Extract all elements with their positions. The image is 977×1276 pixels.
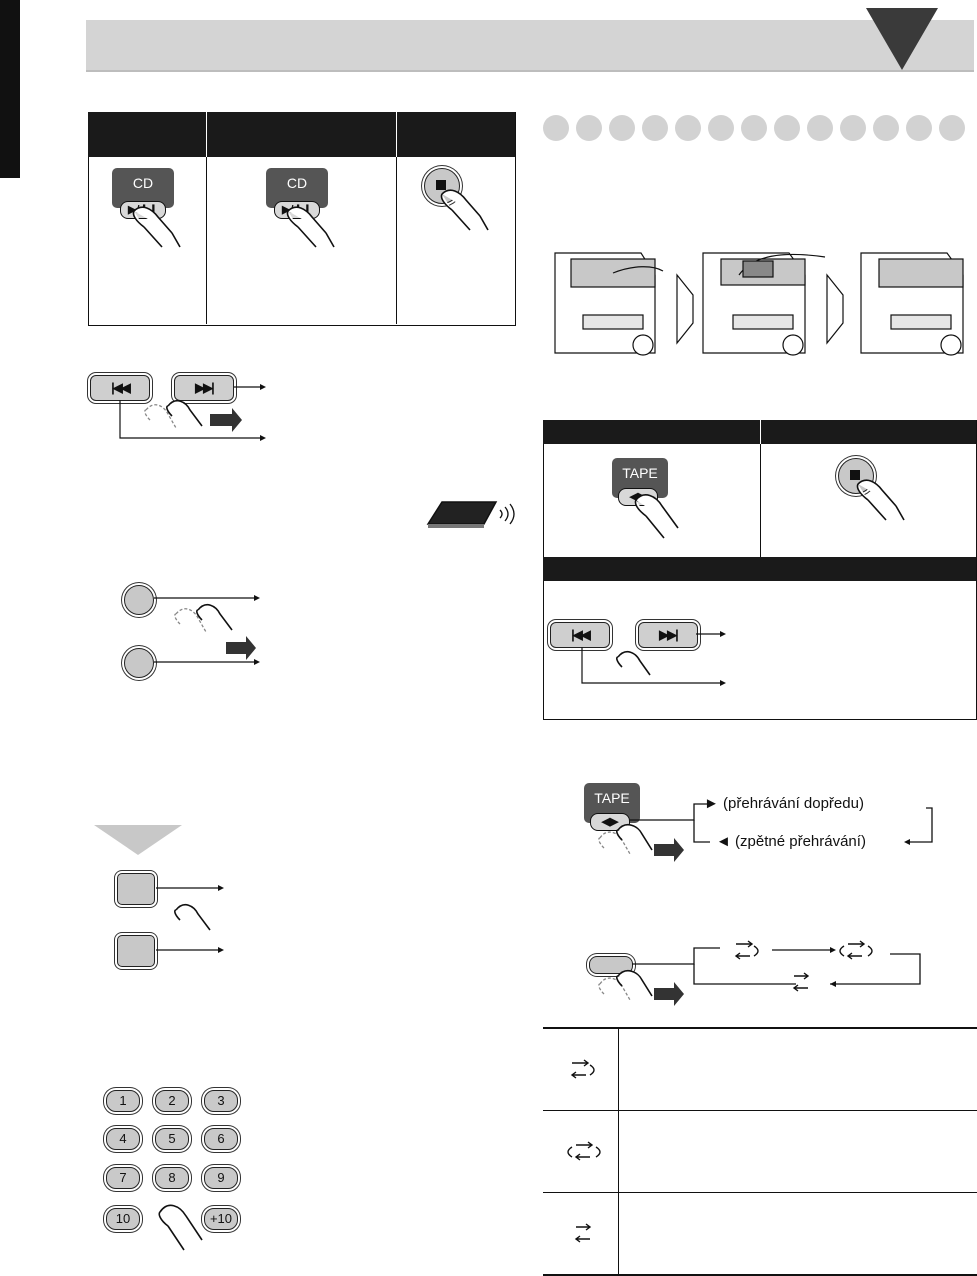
num-key-3[interactable]: 3 [204, 1090, 238, 1112]
forward-text: (přehrávání dopředu) [723, 795, 864, 812]
stop-icon [436, 180, 446, 190]
finger-icon [634, 494, 679, 539]
reverse-mode-icon [567, 1141, 601, 1161]
num-key-4[interactable]: 4 [106, 1128, 140, 1150]
table-row-divider [543, 1192, 977, 1193]
reverse-playback-label: ◄ (zpětné přehrávání) [716, 833, 866, 850]
dot [708, 115, 734, 141]
dot [543, 115, 569, 141]
num-key-6[interactable]: 6 [204, 1128, 238, 1150]
reverse-text: (zpětné přehrávání) [735, 833, 866, 850]
num-key-1[interactable]: 1 [106, 1090, 140, 1112]
mode-table-bottom-rule [543, 1274, 977, 1276]
tape-table-header [543, 420, 976, 444]
button-diagram [154, 595, 260, 665]
reverse-arrow-icon: ◄ [716, 833, 731, 850]
table-divider [396, 112, 397, 324]
stop-icon [850, 470, 860, 480]
num-key-9[interactable]: 9 [204, 1167, 238, 1189]
cd-button[interactable]: CD [266, 168, 328, 208]
num-key-5[interactable]: 5 [155, 1128, 189, 1150]
reverse-mode-icon [570, 1059, 595, 1079]
finger-icon [158, 1204, 203, 1251]
tape-skip-diagram [581, 631, 726, 686]
tape-table-subheader [543, 557, 976, 581]
finger-icon [132, 206, 181, 248]
arrow-icon [94, 825, 182, 855]
reverse-mode-button[interactable] [589, 956, 633, 974]
round-button-lower[interactable] [124, 648, 154, 678]
forward-arrow-icon: ► [704, 795, 719, 812]
finger-icon [286, 206, 335, 248]
page-corner-triangle [866, 8, 938, 70]
num-key-8[interactable]: 8 [155, 1167, 189, 1189]
mode-table-top-rule [543, 1027, 977, 1029]
cassette-illustration [554, 252, 964, 356]
round-button-upper[interactable] [124, 585, 154, 615]
table-divider [206, 112, 207, 157]
tape-fastforward-button[interactable]: ▶▶| [638, 622, 698, 648]
reverse-mode-icon [574, 1223, 592, 1243]
finger-icon [856, 479, 905, 521]
num-key-10[interactable]: 10 [106, 1208, 140, 1230]
table-divider [396, 112, 397, 157]
dot [807, 115, 833, 141]
table-divider [618, 1029, 619, 1275]
next-button[interactable]: ▶▶| [174, 375, 234, 401]
dot [609, 115, 635, 141]
dot [906, 115, 932, 141]
loop-bracket [904, 807, 933, 845]
table-divider [760, 420, 761, 444]
button-diagram [156, 885, 224, 953]
dot [840, 115, 866, 141]
num-key-plus10[interactable]: +10 [204, 1208, 238, 1230]
tape-direction-button[interactable]: ◀▶ [590, 813, 630, 831]
section-dots [543, 115, 975, 145]
dot [576, 115, 602, 141]
num-key-2[interactable]: 2 [155, 1090, 189, 1112]
finger-icon [440, 189, 489, 231]
direction-diagram [598, 803, 710, 862]
header-bar [86, 20, 974, 72]
dot [675, 115, 701, 141]
table-row-divider [543, 1110, 977, 1111]
tape-rewind-button[interactable]: |◀◀ [550, 622, 610, 648]
dot [642, 115, 668, 141]
dot [741, 115, 767, 141]
dot [774, 115, 800, 141]
remote-sensor-icon [426, 501, 515, 528]
reverse-mode-diagram [598, 940, 921, 1006]
skip-diagram [119, 384, 266, 441]
forward-playback-label: ► (přehrávání dopředu) [704, 795, 864, 812]
num-key-7[interactable]: 7 [106, 1167, 140, 1189]
dot [873, 115, 899, 141]
table-divider [760, 420, 761, 557]
dot [939, 115, 965, 141]
cd-table-header [88, 112, 515, 157]
rect-button-upper[interactable] [117, 873, 155, 905]
table-divider [206, 112, 207, 324]
rect-button-lower[interactable] [117, 935, 155, 967]
language-side-tab [0, 0, 20, 178]
